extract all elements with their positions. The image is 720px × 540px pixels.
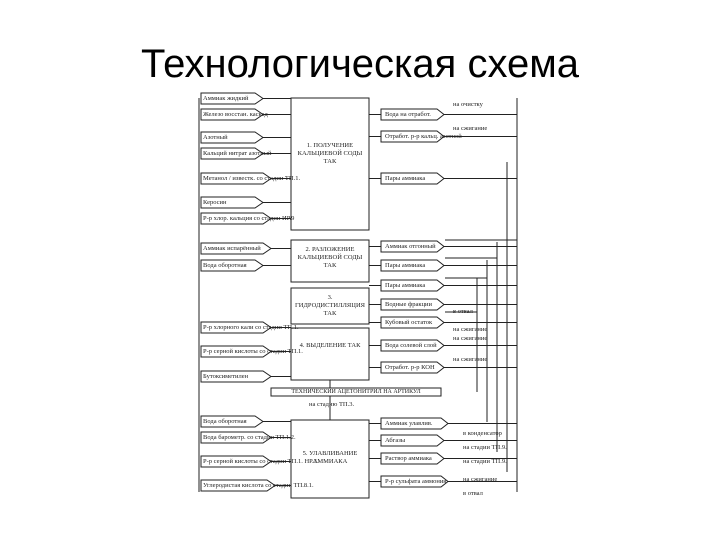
- input-label-10: Р-р хлорного кали со стадии ТП.1.: [203, 324, 299, 331]
- input-label-9: Вода оборотная: [203, 262, 247, 269]
- process-block-3: [290, 287, 370, 325]
- input-label-7: Р-р хлор. кальция со стадии ИР.9: [203, 215, 295, 222]
- process-block-2: [290, 239, 370, 283]
- input-arrow-10: [200, 321, 272, 334]
- note-label-9: на стадии ТП.9.: [463, 458, 507, 465]
- input-label-13: Вода оборотная: [203, 418, 247, 425]
- note-label-11: в отвал: [463, 490, 483, 497]
- note-label-2: на сжигание: [453, 125, 488, 132]
- output-arrow-7: [380, 298, 445, 311]
- input-arrow-9: [200, 259, 264, 272]
- note-label-3: в отвал: [453, 308, 473, 315]
- process-label-2: 2. РАЗЛОЖЕНИЕ КАЛЬЦИЕВОЙ СОДЫ ТАК: [297, 246, 363, 269]
- input-arrow-7: [200, 212, 272, 225]
- output-label-13: Раствор аммиака: [385, 455, 432, 462]
- input-label-4: Кальций нитрат азотный: [203, 150, 272, 157]
- input-arrow-6: [200, 196, 264, 209]
- output-arrow-5: [380, 259, 445, 272]
- input-arrow-16: [200, 479, 276, 492]
- input-arrow-5: [200, 172, 272, 185]
- input-arrow-4: [200, 147, 264, 160]
- output-arrow-12: [380, 434, 445, 447]
- input-label-6: Керосин: [203, 199, 227, 206]
- output-arrow-9: [380, 339, 445, 352]
- note-label-5: на сжигание: [453, 335, 488, 342]
- process-label-5: 5. УЛАВЛИВАНИЕ АММИАКА: [302, 450, 358, 465]
- output-label-10: Отработ. р-р КОН: [385, 364, 435, 371]
- input-label-15: Р-р серной кислоты со стадии ТП.1. НР.3.: [203, 458, 319, 465]
- process-label-1: 1. ПОЛУЧЕНИЕ КАЛЬЦИЕВОЙ СОДЫ ТАК: [297, 142, 363, 165]
- output-arrow-11: [380, 417, 449, 430]
- output-label-14: Р-р сульфата аммония: [385, 478, 447, 485]
- output-arrow-6: [380, 279, 445, 292]
- input-label-14: Вода барометр. со стадии ТП.1.2.: [203, 434, 296, 441]
- input-label-11: Р-р серной кислоты со стадии ТП.1.: [203, 348, 303, 355]
- input-label-16: Углеродистая кислота со стадии ТП.8.1.: [203, 482, 314, 489]
- output-arrow-2: [380, 130, 445, 143]
- output-arrow-10: [380, 361, 445, 374]
- product-note-label: на стадию ТП.3.: [309, 401, 355, 408]
- input-arrow-12: [200, 370, 272, 383]
- input-label-3: Азотный: [203, 134, 228, 141]
- input-arrow-13: [200, 415, 264, 428]
- output-arrow-1: [380, 108, 445, 121]
- input-arrow-3: [200, 131, 264, 144]
- output-label-6: Пары аммиака: [385, 282, 426, 289]
- process-label-4: 4. ВЫДЕЛЕНИЕ ТАК: [299, 342, 361, 349]
- output-label-12: Абгазы: [385, 437, 406, 444]
- input-label-12: Бутоксиметилен: [203, 373, 249, 380]
- output-label-11: Аммиак улавлив.: [385, 420, 433, 427]
- output-label-4: Аммиак отгонный: [385, 243, 436, 250]
- input-label-2: Железо восстан. каскад: [203, 111, 268, 118]
- input-label-8: Аммиак испарённый: [203, 245, 261, 252]
- output-arrow-8: [380, 316, 445, 329]
- note-label-8: на стадии ТП.9.: [463, 444, 507, 451]
- product-bar: [270, 387, 442, 397]
- note-label-1: на очистку: [453, 101, 483, 108]
- output-label-5: Пары аммиака: [385, 262, 426, 269]
- input-arrow-14: [200, 431, 272, 444]
- input-arrow-15: [200, 455, 272, 468]
- slide-title: Технологическая схема: [140, 42, 579, 86]
- note-label-6: на сжигание: [453, 356, 488, 363]
- product-label: ТЕХНИЧЕСКИЙ АЦЕТОНИТРИЛ НА АРТИКУЛ: [291, 389, 421, 395]
- note-label-4: на сжигание: [453, 326, 488, 333]
- input-arrow-8: [200, 242, 272, 255]
- output-label-1: Вода на отработ.: [385, 111, 431, 118]
- output-label-7: Водные фракции: [385, 301, 433, 308]
- output-arrow-4: [380, 240, 445, 253]
- output-arrow-3: [380, 172, 445, 185]
- input-label-1: Аммиак жидкий: [203, 95, 249, 102]
- scheme-lines: [198, 92, 518, 499]
- input-arrow-11: [200, 345, 272, 358]
- input-arrow-1: [200, 92, 264, 105]
- process-block-1: [290, 97, 370, 231]
- output-label-8: Кубовый остаток: [385, 319, 433, 326]
- output-label-2: Отработ. р-р кальц. азотной: [385, 133, 462, 140]
- process-label-3: 3. ГИДРОДИСТИЛЛЯЦИЯ ТАК: [295, 294, 365, 317]
- process-scheme: Аммиак жидкий Железо восстан. каскад Азо…: [195, 92, 525, 500]
- note-label-10: на сжигание: [463, 476, 498, 483]
- output-label-9: Вода солевой слой: [385, 342, 437, 349]
- output-label-3: Пары аммиака: [385, 175, 426, 182]
- output-arrow-14: [380, 475, 449, 488]
- input-arrow-2: [200, 108, 264, 121]
- note-label-7: в конденсатор: [463, 430, 502, 437]
- input-label-5: Метанол / известк. со стадии ТП.1.: [203, 175, 301, 182]
- output-arrow-13: [380, 452, 445, 465]
